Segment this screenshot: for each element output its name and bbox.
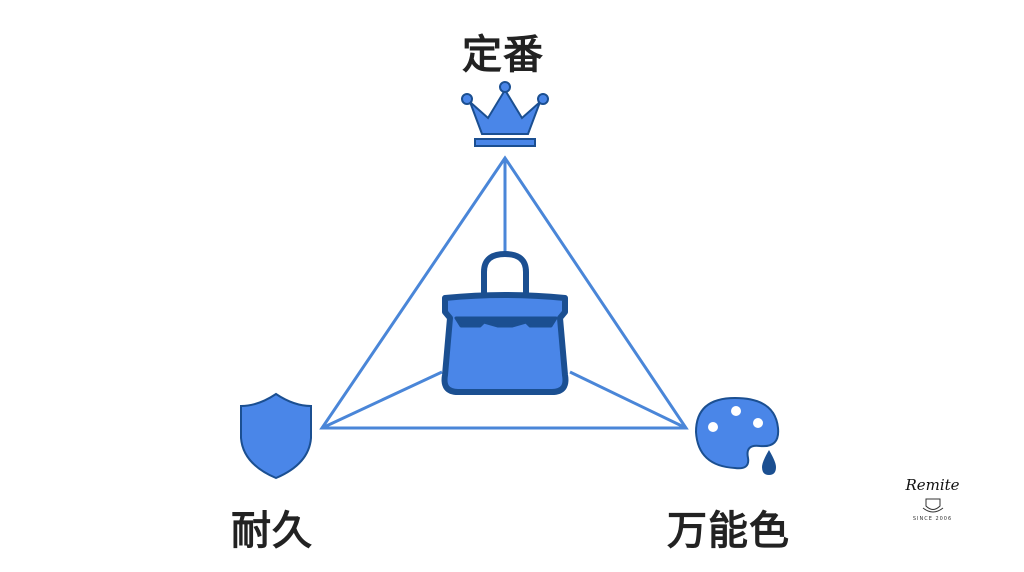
- triangle-outline: [319, 155, 689, 430]
- triangle-lines: [319, 155, 689, 430]
- palette-icon: [694, 396, 780, 475]
- crown-icon: [461, 81, 549, 147]
- handbag-icon: [441, 251, 569, 395]
- logo-since: SINCE 2006: [912, 516, 953, 522]
- connector-right: [569, 370, 687, 430]
- label-versatile-color: 万能色: [667, 508, 790, 554]
- logo-name: Remite: [905, 476, 960, 494]
- drop-icon: [762, 450, 776, 475]
- label-durable: 耐久: [231, 508, 313, 554]
- crest-icon: [922, 498, 943, 513]
- connector-left: [321, 370, 443, 430]
- label-classic: 定番: [462, 32, 544, 78]
- shield-icon: [240, 392, 312, 480]
- brand-logo: Remite SINCE 2006: [895, 476, 970, 522]
